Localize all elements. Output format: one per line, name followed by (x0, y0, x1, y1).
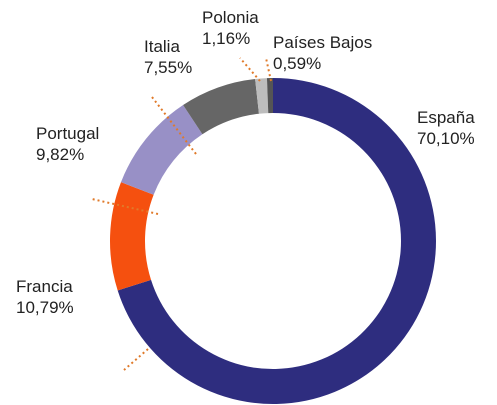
slices-group (110, 78, 437, 404)
label-value-italia: 7,55% (144, 58, 192, 77)
slice-francia (110, 182, 154, 291)
label-value-francia: 10,79% (16, 298, 74, 317)
label-name-polonia: Polonia (202, 8, 259, 27)
label-name-portugal: Portugal (36, 124, 99, 143)
label-value-paises-bajos: 0,59% (273, 54, 321, 73)
label-name-italia: Italia (144, 37, 180, 56)
label-name-paises-bajos: Países Bajos (273, 33, 372, 52)
label-value-portugal: 9,82% (36, 145, 84, 164)
leader-line-francia (123, 348, 149, 371)
leader-lines-group (91, 57, 272, 371)
label-name-espana: España (417, 108, 475, 127)
label-value-espana: 70,10% (417, 129, 475, 148)
label-value-polonia: 1,16% (202, 29, 250, 48)
leader-line-paises-bajos (265, 57, 272, 82)
label-name-francia: Francia (16, 277, 73, 296)
slice-polonia (255, 78, 269, 114)
leader-line-italia (151, 96, 197, 155)
leader-line-portugal (91, 198, 159, 215)
leader-line-polonia (239, 57, 261, 82)
slice-paises-bajos (266, 78, 273, 114)
labels-group: España 70,10% Francia 10,79% Portugal 9,82% It… (16, 8, 475, 317)
slice-italia (183, 78, 259, 135)
slice-portugal (121, 105, 203, 195)
